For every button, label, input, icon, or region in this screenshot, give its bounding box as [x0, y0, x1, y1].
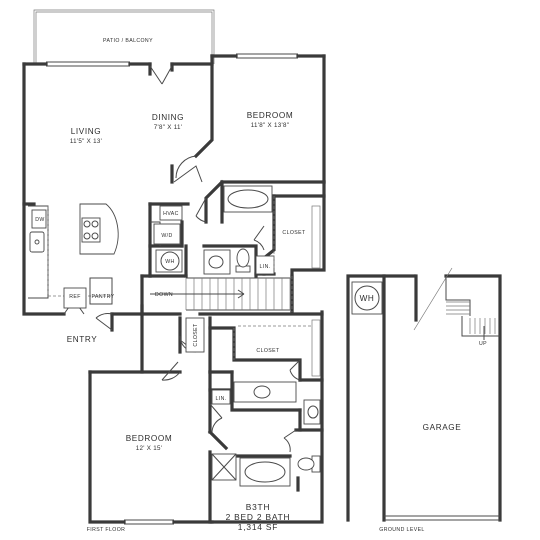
bath-upper — [203, 185, 275, 275]
labels: PATIO / BALCONY LIVING 11'5" X 13' DININ… — [35, 38, 487, 533]
kitchen — [28, 203, 119, 309]
vanity-upper — [203, 249, 231, 275]
wd-label: W/D — [161, 233, 172, 239]
closet-vertical-box — [185, 317, 205, 353]
stairs-main — [150, 277, 291, 311]
dining-dims: 7'8" X 11' — [154, 124, 182, 131]
bedroom1-dims: 11'8" X 13'8" — [251, 122, 289, 129]
wh-small-label: WH — [165, 259, 174, 265]
closet-upper — [273, 196, 321, 312]
bedroom2-dims: 12' X 15' — [136, 445, 162, 452]
plan-name: B3TH — [246, 502, 271, 512]
dishwasher — [31, 209, 47, 229]
garage — [346, 267, 502, 522]
closet-lower — [185, 317, 321, 377]
bath-lower — [211, 381, 321, 487]
vanity-lower — [233, 381, 297, 403]
dw-label: DW — [35, 217, 44, 223]
entry-label: ENTRY — [67, 335, 98, 344]
plan-beds-baths: 2 BED 2 BATH — [226, 512, 291, 522]
stair-up-label: UP — [479, 341, 487, 347]
windows — [46, 53, 298, 525]
washer-dryer — [153, 223, 181, 245]
linen-lower — [211, 389, 231, 405]
garage-label: GARAGE — [423, 423, 462, 432]
ref-label: REF — [69, 294, 81, 300]
hvac-unit — [159, 205, 183, 221]
water-heater-garage — [351, 281, 383, 315]
living-dims: 11'5" X 13' — [70, 138, 102, 145]
linen-upper — [255, 255, 275, 275]
lin-lower-label: LIN. — [215, 396, 226, 402]
sink-lower-right — [303, 399, 321, 425]
cooktop — [81, 217, 101, 243]
lin-upper-label: LIN. — [259, 264, 270, 270]
first-floor-label: FIRST FLOOR — [87, 527, 126, 533]
mechanical-laundry — [150, 205, 183, 273]
patio-balcony — [33, 9, 215, 64]
exterior-walls — [22, 54, 326, 524]
patio-label: PATIO / BALCONY — [103, 38, 153, 44]
pantry-label: PANTRY — [92, 294, 115, 300]
stair-down-label: DOWN — [155, 292, 173, 298]
toilet-lower — [297, 457, 315, 471]
bedroom2-label: BEDROOM — [126, 434, 173, 443]
wh-garage-label: WH — [360, 294, 375, 303]
living-label: LIVING — [71, 127, 101, 136]
closet-vertical-label: CLOSET — [193, 323, 199, 347]
closet-lower-label: CLOSET — [256, 348, 280, 354]
stairs-garage — [446, 301, 496, 340]
toilet-upper — [236, 248, 250, 268]
dining-label: DINING — [152, 113, 184, 122]
plan-area: 1,314 SF — [238, 522, 278, 532]
bathtub-lower — [239, 457, 291, 487]
ground-level-label: GROUND LEVEL — [379, 527, 424, 533]
closet-upper-label: CLOSET — [282, 230, 306, 236]
refrigerator — [63, 287, 87, 309]
bedroom1-label: BEDROOM — [247, 111, 294, 120]
hvac-label: HVAC — [163, 211, 179, 217]
